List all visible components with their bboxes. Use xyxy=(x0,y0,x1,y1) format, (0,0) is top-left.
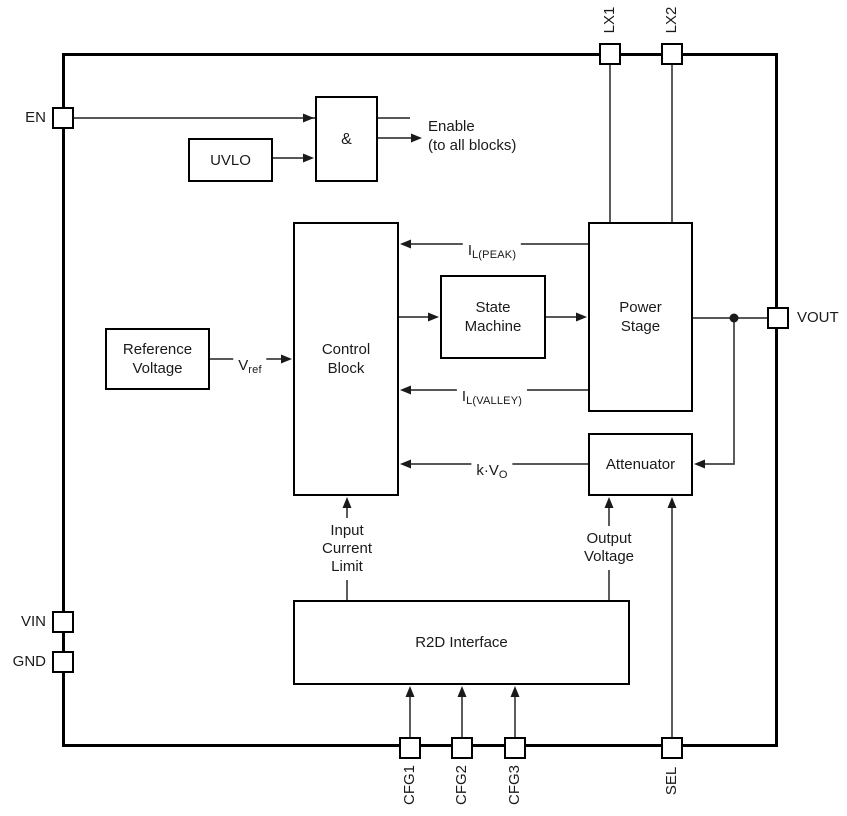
pin-en xyxy=(52,107,74,129)
vref-sub: ref xyxy=(248,364,262,376)
pin-lx2-label: LX2 xyxy=(663,6,680,34)
enable-label: Enable (to all blocks) xyxy=(428,118,517,154)
k-vo-label: k·VO xyxy=(471,444,513,484)
vref-base: V xyxy=(238,357,249,374)
pin-vout-label: VOUT xyxy=(797,309,839,326)
pin-cfg2-label: CFG2 xyxy=(453,764,470,806)
pin-vin xyxy=(52,611,74,633)
k-vo-base: k·V xyxy=(476,462,499,479)
block-control: Control Block xyxy=(293,222,399,496)
k-vo-sub: O xyxy=(498,469,508,481)
pin-vout xyxy=(767,307,789,329)
il-peak-sub: L(PEAK) xyxy=(471,249,517,261)
pin-vin-label: VIN xyxy=(20,613,46,630)
block-state-machine: State Machine xyxy=(440,275,546,359)
pin-lx2 xyxy=(661,43,683,65)
il-valley-base: I xyxy=(461,388,467,405)
vref-label: Vref xyxy=(233,339,267,379)
pin-sel xyxy=(661,737,683,759)
pin-cfg3 xyxy=(504,737,526,759)
block-reference-voltage: Reference Voltage xyxy=(105,328,210,390)
block-r2d-interface: R2D Interface xyxy=(293,600,630,685)
il-peak-label: IL(PEAK) xyxy=(462,224,522,264)
block-and-gate: & xyxy=(315,96,378,182)
pin-lx1 xyxy=(599,43,621,65)
pin-cfg3-label: CFG3 xyxy=(506,764,523,806)
pin-lx1-label: LX1 xyxy=(601,6,618,34)
pin-en-label: EN xyxy=(25,109,46,126)
block-uvlo: UVLO xyxy=(188,138,273,182)
block-attenuator: Attenuator xyxy=(588,433,693,496)
il-peak-base: I xyxy=(467,242,472,259)
block-power-stage: Power Stage xyxy=(588,222,693,412)
pin-gnd-label: GND xyxy=(12,653,46,670)
il-valley-sub: L(VALLEY) xyxy=(466,395,523,407)
pin-cfg1-label: CFG1 xyxy=(401,764,418,806)
pin-cfg1 xyxy=(399,737,421,759)
input-current-limit-label: Input Current Limit xyxy=(319,518,375,580)
il-valley-label: IL(VALLEY) xyxy=(456,370,528,410)
pin-cfg2 xyxy=(451,737,473,759)
pin-sel-label: SEL xyxy=(663,766,680,796)
pin-gnd xyxy=(52,651,74,673)
output-voltage-label: Output Voltage xyxy=(581,526,637,570)
